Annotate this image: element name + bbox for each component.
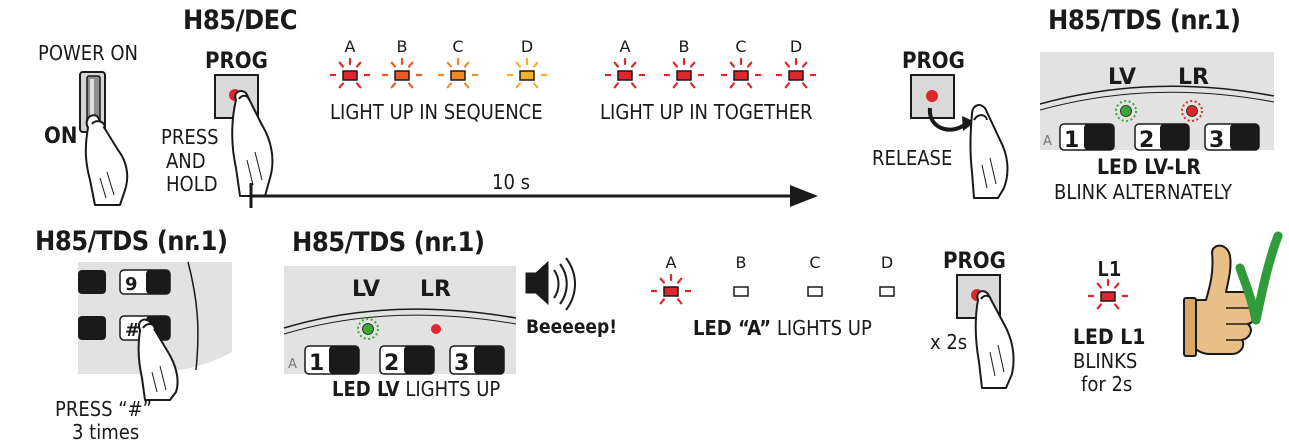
tog-letter-a: A (620, 37, 631, 56)
keypad-icon: 9 # (78, 261, 232, 374)
tds-panel-mid-icon: LV LR A 1 2 3 (283, 266, 517, 376)
key-a-letter-mid: A (288, 357, 297, 372)
key-9: 9 (125, 274, 138, 295)
for2s-label: for 2s (1081, 372, 1133, 396)
tds-title-top: H85/TDS (nr.1) (1048, 5, 1241, 36)
sequence-caption: LIGHT UP IN SEQUENCE (330, 100, 543, 124)
led-a-rest: LIGHTS UP (771, 316, 872, 340)
prog-label-1: PROG (205, 49, 268, 74)
led-sequence-icon: A B C D (330, 37, 547, 89)
key-1-top: 1 (1064, 128, 1079, 153)
key-3-mid: 3 (454, 351, 469, 376)
speaker-icon (525, 257, 576, 311)
beep-label: Beeeeep! (526, 316, 618, 338)
prog-label-3: PROG (943, 249, 1006, 274)
lr-text-mid: LR (420, 277, 451, 302)
tds-title-left: H85/TDS (nr.1) (35, 226, 228, 257)
prog-button-2-icon (910, 74, 955, 119)
key-2-top: 2 (1139, 128, 1154, 153)
row-letter-a: A (666, 253, 677, 272)
led-l1-label: LED L1 (1073, 325, 1146, 349)
release-arrow-icon (927, 107, 975, 132)
hand-icon (137, 318, 179, 401)
hand-icon (84, 114, 129, 206)
row-letter-b: B (736, 253, 747, 272)
duration-label: 10 s (492, 170, 530, 194)
together-caption: LIGHT UP IN TOGETHER (600, 100, 813, 124)
blink-alternately-label: BLINK ALTERNATELY (1054, 180, 1232, 204)
prog-label-2: PROG (902, 49, 965, 74)
led-lv-rest: LIGHTS UP (399, 377, 501, 401)
x2s-label: x 2s (930, 330, 968, 354)
three-times-label: 3 times (72, 420, 140, 444)
seq-letter-a: A (345, 37, 356, 56)
on-label: ON (44, 124, 78, 149)
tds-title-mid: H85/TDS (nr.1) (292, 227, 485, 258)
tog-letter-b: B (679, 37, 690, 56)
row-letter-c: C (809, 253, 820, 272)
hand-icon (969, 104, 1009, 199)
release-label: RELEASE (872, 146, 953, 170)
lv-text-top: LV (1108, 65, 1136, 90)
and-label: AND (166, 149, 206, 173)
dec-title: H85/DEC (183, 5, 298, 36)
seq-letter-c: C (452, 37, 463, 56)
row-letter-d: D (881, 253, 893, 272)
hand-icon (974, 290, 1015, 389)
led-lv-caption: LED LV LIGHTS UP (332, 377, 500, 401)
tog-letter-c: C (735, 37, 746, 56)
led-lv-lr-label: LED LV-LR (1097, 155, 1201, 179)
led-together-icon: A B C D (605, 37, 816, 89)
led-a-strong: LED “A” (693, 316, 772, 340)
checkmark-icon (1235, 231, 1283, 325)
key-1-mid: 1 (309, 351, 324, 376)
led-a-row-icon: A B C D (651, 253, 895, 305)
thumbs-up-icon (1183, 244, 1256, 357)
led-a-caption: LED “A” LIGHTS UP (693, 316, 872, 340)
press-hash-label: PRESS “#” (55, 397, 152, 421)
blinks-label: BLINKS (1073, 349, 1138, 373)
key-hash: # (125, 320, 140, 341)
hand-icon (231, 90, 274, 197)
led-l1-icon (1088, 278, 1128, 310)
key-3-top: 3 (1209, 128, 1224, 153)
press-label: PRESS (161, 125, 219, 149)
tds-panel-top-icon: LV LR A 1 2 3 (1039, 52, 1275, 153)
l1-label: L1 (1097, 257, 1122, 281)
hold-label: HOLD (166, 172, 218, 196)
timeline-arrow-icon (249, 183, 818, 208)
led-lv-strong: LED LV (332, 377, 400, 401)
lv-text-mid: LV (352, 277, 380, 302)
lr-text-top: LR (1178, 65, 1209, 90)
tog-letter-d: D (790, 37, 802, 56)
key-a-letter-top: A (1043, 134, 1052, 149)
power-on-label: POWER ON (38, 41, 138, 65)
seq-letter-b: B (397, 37, 408, 56)
key-2-mid: 2 (384, 351, 399, 376)
seq-letter-d: D (521, 37, 533, 56)
